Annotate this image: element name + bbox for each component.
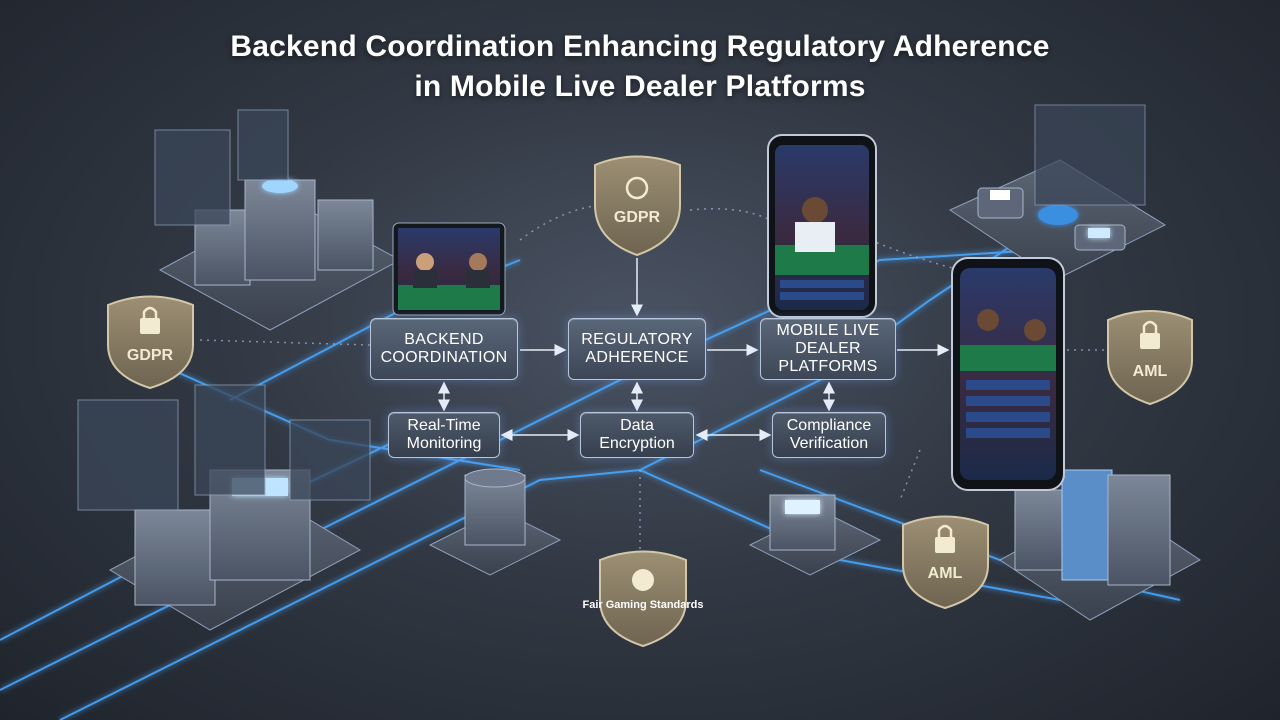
flow-arrows (438, 258, 950, 441)
phone-device-1 (767, 134, 877, 318)
node-backend-coordination: BACKEND COORDINATION (370, 318, 518, 380)
shield-gdpr-left-label: GDPR (127, 347, 174, 364)
shield-gdpr-top: GDPR (594, 155, 681, 257)
server-platform-top-right (948, 104, 1167, 281)
node-data-encryption: Data Encryption (580, 412, 694, 458)
shield-fair-gaming: Fair Gaming Standards (582, 550, 704, 648)
server-center (428, 468, 562, 576)
server-cluster-bottom-left (77, 384, 371, 631)
shield-fair-gaming-label: Fair Gaming Standards (582, 599, 703, 611)
shield-gdpr-top-label: GDPR (614, 209, 661, 226)
server-cluster-top-left (154, 109, 402, 331)
shield-aml-right-label: AML (1133, 363, 1168, 380)
shield-aml-right: AML (1107, 310, 1193, 406)
tablet-device (392, 222, 506, 316)
lock-icon (935, 537, 955, 553)
dotted-links (199, 204, 1110, 550)
title-line-2: in Mobile Live Dealer Platforms (414, 70, 866, 103)
node-real-time-monitoring: Real-Time Monitoring (388, 412, 500, 458)
shield-aml-bottom-label: AML (928, 565, 963, 582)
handshake-icon (632, 569, 654, 591)
server-cluster-bottom-right (999, 469, 1201, 621)
node-compliance-verification: Compliance Verification (772, 412, 886, 458)
shield-aml-bottom: AML (902, 515, 989, 610)
lock-icon (625, 176, 649, 200)
server-center-right (748, 494, 882, 576)
node-mobile-live-dealer: MOBILE LIVE DEALER PLATFORMS (760, 318, 896, 380)
lock-icon (140, 318, 160, 334)
title-line-1: Backend Coordination Enhancing Regulator… (230, 30, 1050, 63)
shield-gdpr-left: GDPR (107, 295, 194, 390)
phone-device-2 (951, 257, 1065, 491)
lock-icon (1140, 333, 1160, 349)
node-regulatory-adherence: REGULATORY ADHERENCE (568, 318, 706, 380)
